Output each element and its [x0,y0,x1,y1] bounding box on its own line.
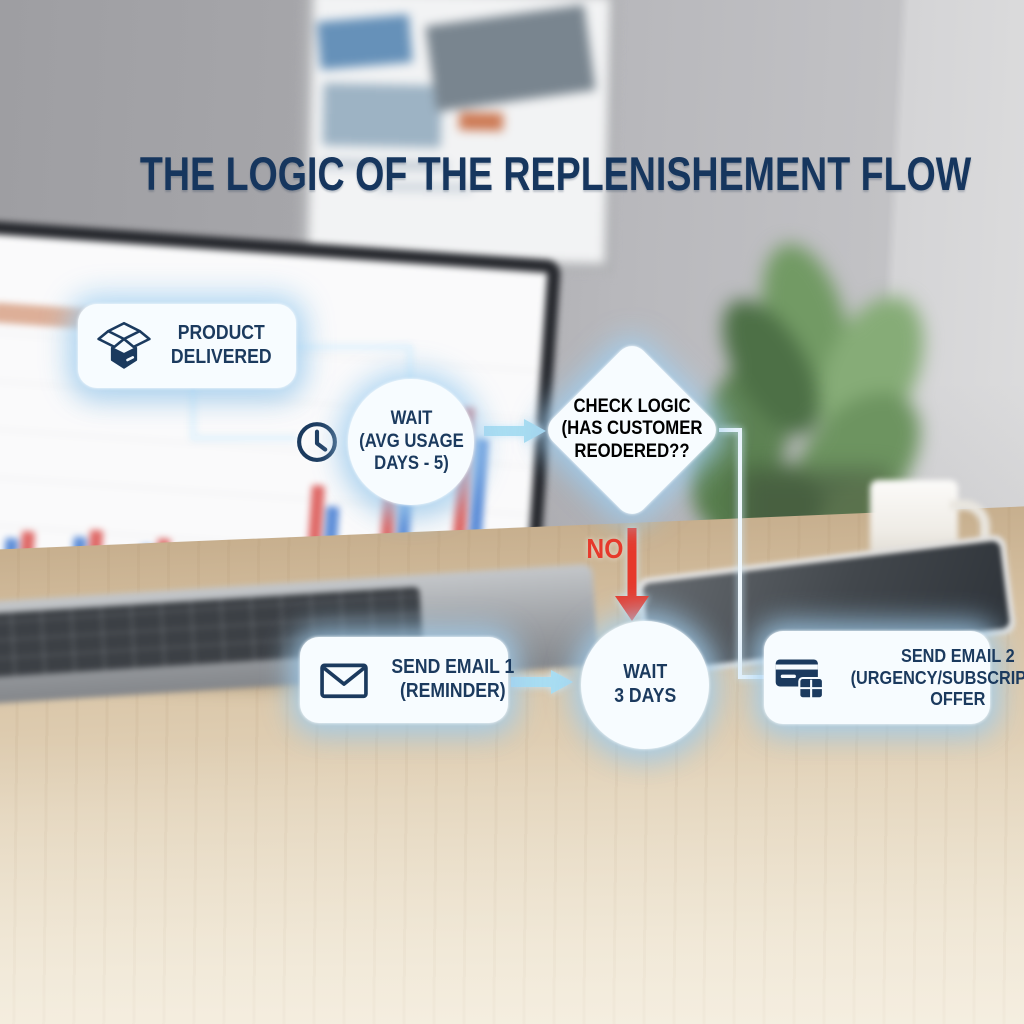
label-line: (AVG USAGE [358,430,464,452]
label-line: REODERED?? [574,440,690,462]
node-wait-3-days: WAIT 3 DAYS [581,621,709,749]
node-label: WAIT (AVG USAGE DAYS - 5) [352,408,471,475]
picture-blob [425,4,596,112]
label-line: 3 DAYS [614,685,676,707]
node-send-email-1: SEND EMAIL 1 (REMINDER) [300,637,514,723]
label-line: SEND EMAIL 2 [900,644,1015,666]
open-box-icon [97,321,151,369]
label-line: (HAS CUSTOMER [561,418,703,440]
label-line: DAYS - 5) [373,453,449,475]
label-line: SEND EMAIL 1 [391,656,515,679]
node-send-email-2: SEND EMAIL 2 (URGENCY/SUBSCRIPTION OFFER [764,631,1024,724]
framed-wall-picture [298,0,620,274]
picture-blob [322,83,442,148]
picture-blob [316,14,413,70]
clock-icon [295,420,339,464]
credit-card-icon [775,658,824,699]
label-line: WAIT [622,661,667,684]
picture-blob [458,112,504,131]
page-title-text: THE LOGIC OF THE REPLENISHEMENT FLOW [139,147,972,200]
node-product-delivered: PRODUCT DELIVERED [78,304,296,388]
label-line: (REMINDER) [400,680,506,702]
node-label: WAIT 3 DAYS [610,661,680,708]
label-line: (URGENCY/SUBSCRIPTION [850,666,1024,688]
label-line: WAIT [390,408,432,430]
node-label: PRODUCT DELIVERED [164,322,278,369]
label-line: DELIVERED [170,346,272,368]
label-line: PRODUCT [177,322,265,345]
label-line: OFFER [930,688,986,710]
node-label: SEND EMAIL 1 (REMINDER) [383,656,523,703]
envelope-icon [320,663,368,699]
page-title: THE LOGIC OF THE REPLENISHEMENT FLOW [36,146,971,201]
node-label: SEND EMAIL 2 (URGENCY/SUBSCRIPTION OFFER [836,645,1024,710]
label-line: NO [586,533,624,564]
label-line: CHECK LOGIC [573,396,691,417]
node-check-logic-label: CHECK LOGIC (HAS CUSTOMER REODERED?? [550,396,714,463]
node-wait-avg-usage: WAIT (AVG USAGE DAYS - 5) [348,379,474,505]
edge-label-no: NO [584,533,624,565]
desk-light [0,740,1024,1024]
